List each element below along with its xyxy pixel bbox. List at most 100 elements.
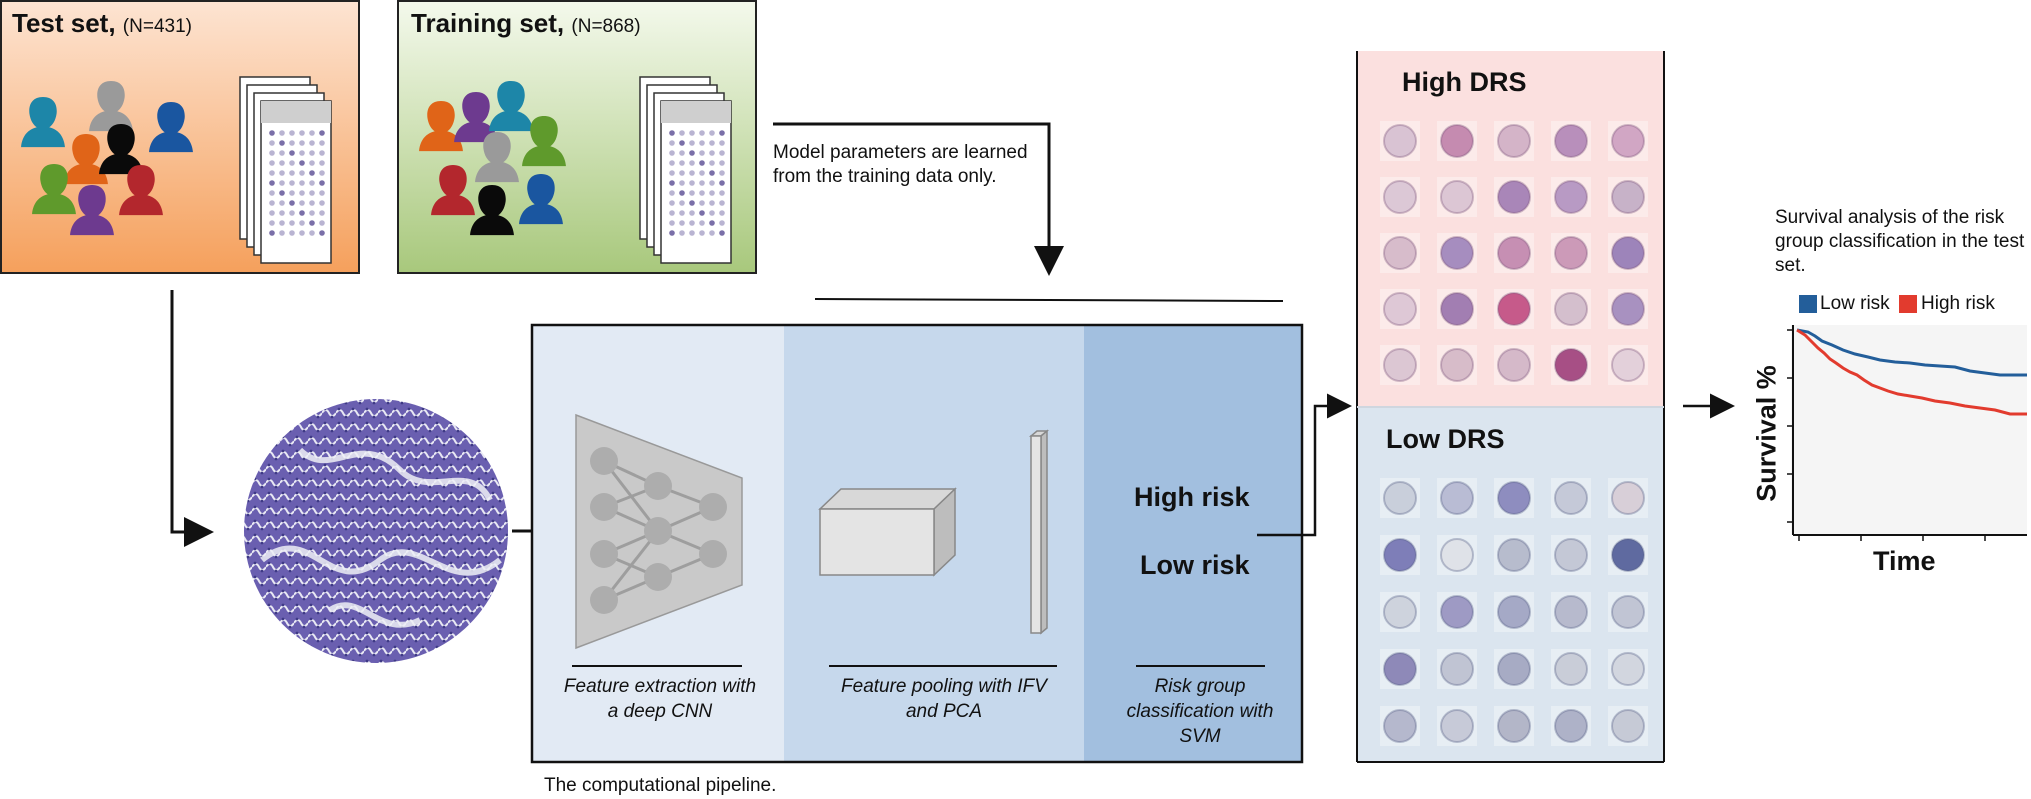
slide-core-dot [299, 220, 305, 226]
slide-core-dot [699, 130, 705, 136]
slide-core-dot [679, 140, 685, 146]
legend-low-swatch [1799, 295, 1817, 313]
slide-core-dot [269, 150, 275, 156]
tma-core [1554, 709, 1588, 743]
slide-core-dot [719, 230, 725, 236]
tma-core [1554, 292, 1588, 326]
tma-core [1383, 348, 1417, 382]
slide-core-dot [669, 200, 675, 206]
slide-core-dot [689, 210, 695, 216]
legend-high-swatch [1899, 295, 1917, 313]
slide-core-dot [679, 190, 685, 196]
slide-core-dot [669, 190, 675, 196]
survival-y-axis-label: Survival % [1751, 365, 1782, 502]
slide-core-dot [289, 210, 295, 216]
slide-core-dot [319, 220, 325, 226]
tma-core [1383, 652, 1417, 686]
slide-core-dot [699, 190, 705, 196]
tissue-stroma [260, 447, 502, 628]
slide-core-dot [689, 230, 695, 236]
tma-core [1440, 180, 1474, 214]
slide-core-dot [709, 220, 715, 226]
slide-core-dot [309, 220, 315, 226]
slide-core-dot [719, 180, 725, 186]
tma-core [1497, 348, 1531, 382]
slide-core-dot [279, 220, 285, 226]
tma-slides-training [639, 76, 732, 264]
tma-core [1611, 124, 1645, 158]
slide-core-dot [719, 170, 725, 176]
slide-core-dot [299, 150, 305, 156]
slide-core-dot [309, 180, 315, 186]
tma-core [1383, 236, 1417, 270]
slide-core-dot [269, 200, 275, 206]
slide-core-dot [679, 150, 685, 156]
tma-core [1440, 124, 1474, 158]
slide-core-dot [679, 170, 685, 176]
stage-3-label: Risk group classification with SVM [1126, 676, 1274, 747]
tma-core [1611, 348, 1645, 382]
slide-core-dot [299, 170, 305, 176]
slide-core-dot [709, 160, 715, 166]
slide-core-dot [719, 150, 725, 156]
slide-core-dot [279, 210, 285, 216]
slide-core-dot [689, 200, 695, 206]
training-set-count: (N=868) [571, 16, 641, 37]
feature-pooling-icon [818, 429, 1050, 635]
tma-core [1611, 652, 1645, 686]
slide-core-dot [269, 160, 275, 166]
slide-core-dot [289, 150, 295, 156]
slide-core-dot [299, 140, 305, 146]
tma-core [1440, 348, 1474, 382]
tma-core [1440, 595, 1474, 629]
training-bracket-line [814, 298, 1284, 302]
tma-core [1440, 709, 1474, 743]
low-drs-panel [1357, 407, 1664, 762]
tma-core [1383, 292, 1417, 326]
tma-core [1497, 236, 1531, 270]
low-risk-curve [1796, 328, 2027, 377]
slide-core-dot [279, 160, 285, 166]
slide-core-dot [309, 150, 315, 156]
slide-core-dot [679, 160, 685, 166]
slide-core-dot [299, 190, 305, 196]
slide-core-dot [319, 150, 325, 156]
tma-core [1383, 709, 1417, 743]
tissue-core-image [244, 399, 508, 663]
tma-core [1611, 709, 1645, 743]
slide-core-dot [699, 180, 705, 186]
slide-core-dot [279, 140, 285, 146]
slide-core-dot [689, 180, 695, 186]
slide-core-dot [709, 200, 715, 206]
training-set-label: Training set, [411, 8, 565, 38]
test-set-label: Test set, [12, 8, 116, 38]
slide-core-dot [709, 150, 715, 156]
survival-plot [1787, 295, 2027, 541]
slide-core-dot [669, 160, 675, 166]
pipeline-caption: The computational pipeline. [544, 775, 777, 796]
test-set-title: Test set, (N=431) [12, 8, 192, 39]
tma-core [1611, 481, 1645, 515]
slide-core-dot [289, 170, 295, 176]
legend-high-label: High risk [1921, 293, 1995, 314]
survival-description: Survival analysis of the risk group clas… [1775, 207, 2025, 276]
cnn-icon [575, 413, 743, 650]
slide-core-dot [699, 210, 705, 216]
tma-core [1554, 538, 1588, 572]
test-set-count: (N=431) [122, 16, 192, 37]
stage-2-label: Feature pooling with IFV and PCA [841, 676, 1047, 722]
slide-core-dot [709, 130, 715, 136]
slide-core-dot [699, 200, 705, 206]
slide-core-dot [289, 180, 295, 186]
slide-core-dot [699, 160, 705, 166]
slide-core-dot [309, 130, 315, 136]
slide-core-dot [699, 150, 705, 156]
slide-core-dot [689, 170, 695, 176]
slide-core-dot [689, 160, 695, 166]
slide-core-dot [319, 200, 325, 206]
tma-core [1440, 481, 1474, 515]
tma-core [1611, 180, 1645, 214]
slide-core-dot [699, 230, 705, 236]
slide-core-dot [669, 130, 675, 136]
tma-core [1554, 180, 1588, 214]
